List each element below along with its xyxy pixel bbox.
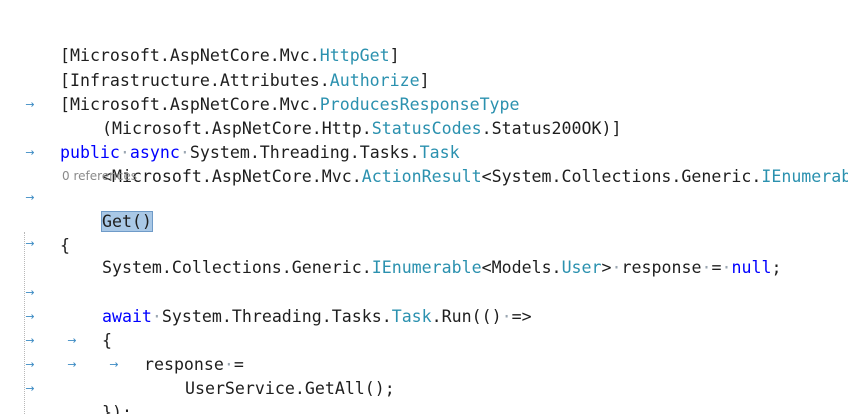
tab-arrow-icon: →: [67, 334, 77, 347]
code-line[interactable]: (Microsoft.AspNetCore.Http.StatusCodes.S…: [62, 93, 622, 138]
code-line[interactable]: <Microsoft.AspNetCore.Mvc.ActionResult<S…: [62, 141, 848, 186]
selected-method-name[interactable]: Get(): [100, 211, 153, 232]
code-text: {: [59, 236, 70, 255]
code-text: =: [233, 355, 244, 374]
keyword-token: public: [59, 143, 120, 162]
whitespace-dot: ·: [179, 143, 190, 162]
code-line[interactable]: public·async·System.Threading.Tasks.Task: [20, 117, 460, 162]
code-line[interactable]: [Microsoft.AspNetCore.Mvc.ProducesRespon…: [20, 69, 520, 114]
code-line[interactable]: });: [62, 377, 132, 414]
code-text: =>: [511, 307, 532, 326]
tab-arrow-icon: →: [25, 146, 35, 159]
code-line[interactable]: response·=: [104, 329, 244, 374]
whitespace-dot: ·: [701, 258, 712, 277]
code-text: ]: [389, 46, 400, 65]
tab-arrow-icon: →: [25, 334, 35, 347]
codelens-references-link[interactable]: 0 references: [62, 169, 137, 183]
code-text: <Models.: [481, 258, 562, 277]
indent-guide: [24, 232, 25, 414]
keyword-token: await: [101, 307, 152, 326]
code-text: <Microsoft.AspNetCore.Mvc.: [101, 167, 362, 186]
type-token: ProducesResponseType: [319, 95, 520, 114]
code-text: System.Threading.Tasks.: [189, 143, 420, 162]
code-line[interactable]: {: [62, 305, 112, 350]
tab-arrow-icon: →: [25, 191, 35, 204]
whitespace-dot: ·: [151, 307, 162, 326]
type-token: Task: [419, 143, 460, 162]
tab-arrow-icon: →: [25, 237, 35, 250]
code-text: .Run((): [431, 307, 502, 326]
tab-arrow-icon: →: [25, 286, 35, 299]
code-text: {: [101, 331, 112, 350]
code-line[interactable]: await·System.Threading.Tasks.Task.Run(()…: [62, 281, 532, 326]
type-token: ActionResult: [361, 167, 482, 186]
code-text: System.Collections.Generic.: [101, 258, 372, 277]
code-text: [Microsoft.AspNetCore.Mvc.: [59, 95, 320, 114]
code-text: <System.Collections.Generic.: [481, 167, 762, 186]
whitespace-dot: ·: [223, 355, 234, 374]
code-line[interactable]: [Microsoft.AspNetCore.Mvc.HttpGet]: [20, 20, 400, 65]
whitespace-dot: ·: [611, 258, 622, 277]
code-line[interactable]: Get(): [62, 186, 153, 232]
code-text: ]: [419, 71, 430, 90]
whitespace-dot: ·: [721, 258, 732, 277]
tab-arrow-icon: →: [25, 310, 35, 323]
type-token: Task: [391, 307, 432, 326]
code-text: response: [621, 258, 702, 277]
whitespace-dot: ·: [501, 307, 512, 326]
keyword-token: async: [129, 143, 180, 162]
code-text: [Infrastructure.Attributes.: [59, 71, 330, 90]
code-text: ;: [771, 258, 782, 277]
code-line[interactable]: System.Collections.Generic.IEnumerable<M…: [62, 232, 781, 277]
type-token: HttpGet: [319, 46, 390, 65]
whitespace-dot: ·: [119, 143, 130, 162]
code-text: (Microsoft.AspNetCore.Http.: [101, 119, 372, 138]
code-line[interactable]: UserService.GetAll();: [145, 353, 395, 398]
code-text: =: [711, 258, 722, 277]
type-token: StatusCodes: [371, 119, 482, 138]
tab-arrow-icon: →: [25, 358, 35, 371]
type-token: Authorize: [329, 71, 420, 90]
tab-arrow-icon: →: [109, 358, 119, 371]
type-token: IEnumerabl: [761, 167, 848, 186]
tab-arrow-icon: →: [25, 382, 35, 395]
code-text: .Status200OK)]: [481, 119, 622, 138]
tab-arrow-icon: →: [25, 98, 35, 111]
code-text: [Microsoft.AspNetCore.Mvc.: [59, 46, 320, 65]
code-text: System.Threading.Tasks.: [161, 307, 392, 326]
type-token: IEnumerable: [371, 258, 482, 277]
type-token: User: [561, 258, 602, 277]
code-line[interactable]: {: [20, 210, 70, 255]
code-text: });: [101, 403, 132, 414]
code-text: UserService.GetAll();: [184, 379, 395, 398]
code-text: response: [143, 355, 224, 374]
code-text: >: [601, 258, 612, 277]
tab-arrow-icon: →: [67, 358, 77, 371]
keyword-token: null: [731, 258, 772, 277]
code-line[interactable]: [Infrastructure.Attributes.Authorize]: [20, 45, 430, 90]
